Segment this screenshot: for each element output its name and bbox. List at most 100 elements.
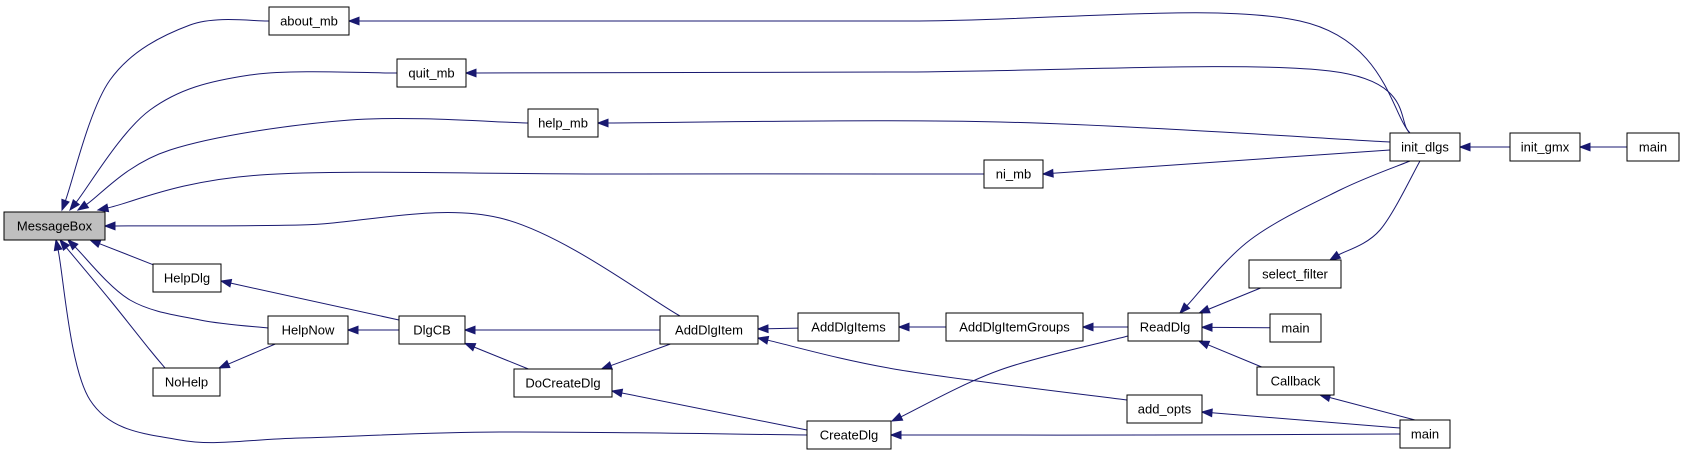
- arrowhead-icon: [1198, 304, 1211, 314]
- node-dlgcb[interactable]: DlgCB: [398, 315, 466, 345]
- node-init-dlgs[interactable]: init_dlgs: [1389, 132, 1461, 162]
- arrowhead-icon: [76, 200, 90, 211]
- node-label: DoCreateDlg: [525, 376, 600, 391]
- edge-add-opts-to-adddlgitem: [756, 335, 1128, 401]
- node-label: main: [1411, 427, 1439, 442]
- edge-line: [1052, 149, 1391, 174]
- edge-line: [1211, 412, 1401, 429]
- arrowhead-icon: [1041, 168, 1054, 178]
- arrowhead-icon: [756, 324, 769, 334]
- node-box: [983, 159, 1044, 189]
- node-label: AddDlgItem: [675, 323, 743, 338]
- edge-helpnow-to-nohelp: [217, 343, 276, 369]
- node-callback[interactable]: Callback: [1256, 366, 1335, 396]
- edge-line: [767, 339, 1128, 401]
- edge-line: [1338, 160, 1421, 256]
- node-box: [1269, 313, 1322, 343]
- node-box: [659, 315, 759, 345]
- node-main-gmx[interactable]: main: [1626, 132, 1680, 162]
- arrowhead-icon: [346, 325, 359, 335]
- edge-adddlgitems-to-adddlgitem: [756, 324, 799, 334]
- node-createdlg[interactable]: CreateDlg: [806, 420, 892, 450]
- arrowhead-icon: [219, 278, 233, 288]
- edge-line: [1207, 344, 1262, 368]
- edge-init-dlgs-to-ni-mb: [1041, 149, 1391, 178]
- edge-readdlg-to-createdlg: [890, 335, 1129, 422]
- arrowhead-icon: [1578, 142, 1591, 152]
- node-label: init_dlgs: [1401, 140, 1449, 155]
- node-box: [1399, 419, 1451, 449]
- edge-line: [1186, 160, 1411, 307]
- node-helpnow[interactable]: HelpNow: [267, 315, 349, 345]
- node-main-readdlg[interactable]: main: [1269, 313, 1322, 343]
- node-readdlg[interactable]: ReadDlg: [1127, 312, 1203, 342]
- edge-readdlg-to-adddlgitemgroups: [1081, 322, 1128, 332]
- edge-ni-mb-to-messagebox: [96, 171, 985, 213]
- node-messagebox[interactable]: MessageBox: [3, 211, 106, 241]
- node-adddlgitem[interactable]: AddDlgItem: [659, 315, 759, 345]
- edge-nohelp-to-messagebox: [59, 238, 166, 369]
- edge-adddlgitem-to-docreatedlg: [600, 343, 671, 370]
- arrowhead-icon: [217, 359, 231, 369]
- edge-createdlg-to-messagebox: [53, 238, 808, 444]
- edge-helpnow-to-messagebox: [66, 239, 269, 329]
- edge-main-bottom-to-callback: [1318, 393, 1416, 421]
- edge-line: [1208, 287, 1261, 310]
- node-init-gmx[interactable]: init_gmx: [1509, 132, 1581, 162]
- node-box: [152, 367, 221, 397]
- node-adddlgitems[interactable]: AddDlgItems: [797, 312, 900, 342]
- edge-dlgcb-to-helpdlg: [219, 278, 400, 321]
- edge-line: [621, 392, 808, 431]
- arrowhead-icon: [1200, 408, 1213, 418]
- node-box: [1626, 132, 1680, 162]
- edge-main-bottom-to-add-opts: [1200, 408, 1401, 429]
- node-box: [1389, 132, 1461, 162]
- node-label: AddDlgItems: [811, 320, 886, 335]
- arrowhead-icon: [66, 239, 79, 251]
- node-help-mb[interactable]: help_mb: [527, 108, 599, 138]
- node-ni-mb[interactable]: ni_mb: [983, 159, 1044, 189]
- arrowhead-icon: [1328, 250, 1342, 261]
- node-label: HelpDlg: [164, 271, 210, 286]
- node-helpdlg[interactable]: HelpDlg: [152, 263, 222, 293]
- edge-line: [474, 346, 529, 370]
- node-nohelp[interactable]: NoHelp: [152, 367, 221, 397]
- node-box: [527, 108, 599, 138]
- edge-main-gmx-to-init-gmx: [1578, 142, 1627, 152]
- node-main-bottom[interactable]: main: [1399, 419, 1451, 449]
- edge-line: [359, 12, 1411, 134]
- node-box: [1126, 394, 1203, 424]
- node-quit-mb[interactable]: quit_mb: [396, 58, 467, 88]
- node-select-filter[interactable]: select_filter: [1248, 259, 1342, 289]
- edge-line: [57, 249, 808, 444]
- arrowhead-icon: [61, 198, 70, 212]
- node-label: ni_mb: [996, 167, 1031, 182]
- edge-docreatedlg-to-dlgcb: [463, 342, 529, 370]
- edge-line: [107, 171, 985, 209]
- arrowhead-icon: [69, 198, 81, 212]
- node-label: CreateDlg: [820, 428, 879, 443]
- node-adddlgitemgroups[interactable]: AddDlgItemGroups: [945, 312, 1084, 342]
- arrowhead-icon: [463, 325, 476, 335]
- arrowhead-icon: [96, 203, 110, 213]
- edge-line: [475, 66, 1411, 134]
- arrowhead-icon: [464, 68, 477, 78]
- node-box: [797, 312, 900, 342]
- edge-line: [230, 282, 400, 321]
- arrowhead-icon: [463, 342, 477, 352]
- node-label: Callback: [1271, 374, 1321, 389]
- arrowhead-icon: [610, 388, 624, 398]
- edges-layer: [53, 12, 1627, 444]
- node-box: [1127, 312, 1203, 342]
- edge-line: [767, 327, 799, 330]
- node-docreatedlg[interactable]: DoCreateDlg: [513, 368, 613, 398]
- node-label: add_opts: [1138, 402, 1192, 417]
- node-about-mb[interactable]: about_mb: [268, 6, 350, 36]
- node-label: ReadDlg: [1140, 320, 1191, 335]
- edge-callback-to-readdlg: [1197, 340, 1262, 368]
- node-label: quit_mb: [408, 66, 454, 81]
- edge-createdlg-to-docreatedlg: [610, 388, 808, 431]
- edge-init-dlgs-to-select-filter: [1328, 160, 1421, 261]
- node-add-opts[interactable]: add_opts: [1126, 394, 1203, 424]
